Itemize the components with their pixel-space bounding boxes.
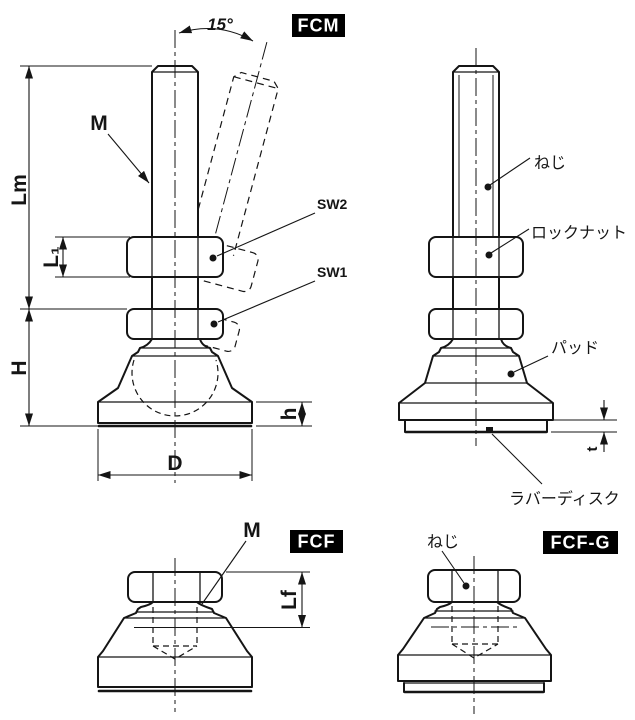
label-thread-m: M xyxy=(243,519,261,542)
fcm-badge-box xyxy=(292,14,345,37)
thread-leader-line xyxy=(201,540,247,605)
fcm-badge: FCM xyxy=(292,14,345,37)
label-base-diameter: D xyxy=(167,452,182,475)
fcf-dimensions: Lf M xyxy=(134,519,310,628)
fcm-side-figure: ねじ ロックナット パッド ラバーディスク t xyxy=(398,48,627,508)
fcf-badge-box xyxy=(290,530,343,553)
sw2-leader-line xyxy=(216,212,316,257)
fcf-g-callouts: ねじ xyxy=(427,533,470,590)
sw1-leader-dot xyxy=(210,320,218,328)
screw-leader-dot xyxy=(462,582,470,590)
rubber-disc-leader-line xyxy=(491,433,543,485)
fcf-badge-label: FCF xyxy=(298,532,336,552)
fcf-badge: FCF xyxy=(290,530,343,553)
fcf-g-figure: ねじ FCF-G xyxy=(397,531,618,714)
thread-leader-line xyxy=(107,133,150,184)
fcm-side-callouts: ねじ ロックナット パッド ラバーディスク t xyxy=(484,154,627,508)
label-lock-nut: ロックナット xyxy=(531,224,627,242)
label-wrench-flat-2: SW2 xyxy=(317,196,348,212)
fcf-g-body xyxy=(397,556,552,714)
fcf-g-badge-label: FCF-G xyxy=(551,533,611,553)
hidden-drill-point xyxy=(451,643,499,659)
label-locknut-height: L₁ xyxy=(40,246,63,268)
fcm-front-dimensions: Lm H L₁ D h xyxy=(8,65,312,481)
screw-leader-line xyxy=(441,550,465,584)
label-screw: ねじ xyxy=(534,154,566,172)
pad-leader-line xyxy=(513,355,549,373)
label-thread-m: M xyxy=(90,112,108,135)
tilt-angle-arc xyxy=(178,25,254,42)
fcf-g-badge: FCF-G xyxy=(543,531,618,554)
ghost-stud-outline xyxy=(188,71,279,256)
fcm-badge-label: FCM xyxy=(298,16,340,36)
label-thread-depth: Lf xyxy=(278,589,301,610)
label-body-height: H xyxy=(8,360,31,375)
label-pad: パッド xyxy=(551,340,599,357)
label-stud-length: Lm xyxy=(8,174,31,206)
label-base-height: h xyxy=(278,408,301,421)
fcf-g-badge-box xyxy=(543,531,618,554)
sw1-leader-line xyxy=(217,280,316,323)
sw2-leader-dot xyxy=(209,254,217,262)
disc-leader-mark xyxy=(486,427,493,432)
screw-leader-dot xyxy=(484,183,492,191)
fcf-figure: Lf M FCF xyxy=(97,519,343,712)
label-disc-thickness: t xyxy=(584,447,601,452)
fcm-front-body xyxy=(97,30,253,483)
label-rubber-disc: ラバーディスク xyxy=(509,489,620,508)
label-screw: ねじ xyxy=(427,533,459,551)
ghost-stud-chamfer-line xyxy=(233,76,279,90)
locknut-leader-dot xyxy=(485,251,493,259)
pad-body xyxy=(97,601,253,688)
fcf-body xyxy=(97,558,253,712)
pad-leader-dot xyxy=(507,370,515,378)
locknut-leader-line xyxy=(490,228,530,254)
fcm-front-figure: Lm H L₁ D h M 15° SW2 SW1 xyxy=(8,14,348,483)
screw-leader-line xyxy=(489,157,531,186)
label-wrench-flat-1: SW1 xyxy=(317,264,348,280)
fcm-side-body xyxy=(398,48,554,446)
tilted-centerline xyxy=(209,41,268,253)
fcm-front-callouts: M 15° SW2 SW1 xyxy=(90,15,348,328)
